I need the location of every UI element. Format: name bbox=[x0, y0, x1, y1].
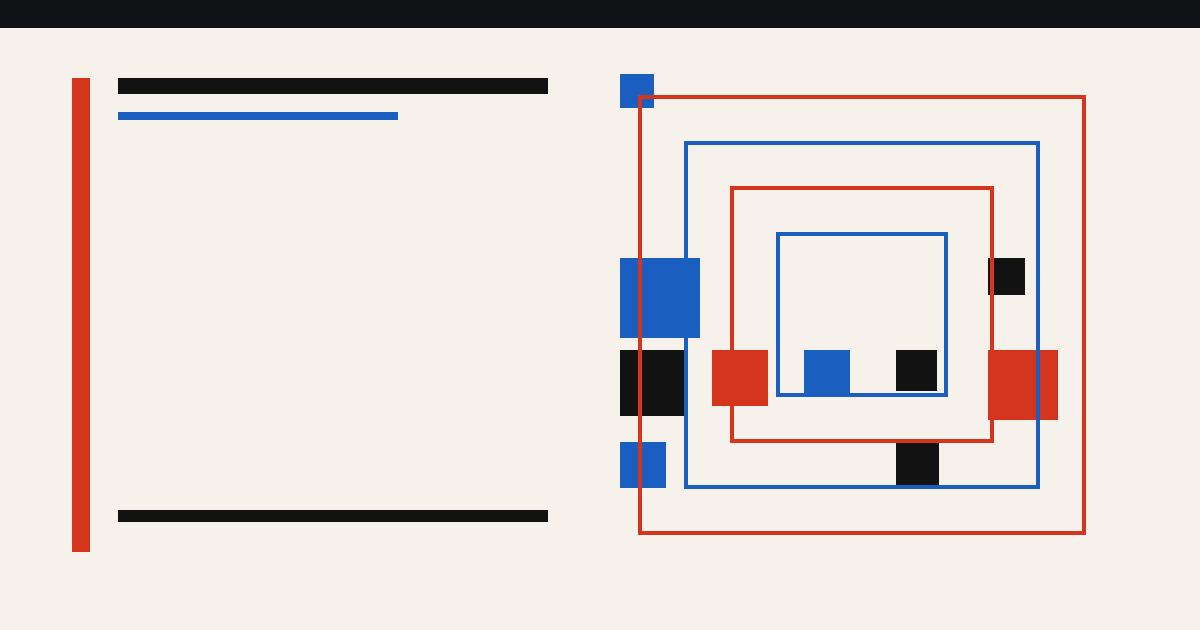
black-block-right-small bbox=[988, 258, 1025, 295]
blue-block-top bbox=[620, 74, 654, 108]
red-block-right bbox=[988, 350, 1058, 420]
blue-block-bottom-left bbox=[620, 442, 666, 488]
top-bar bbox=[0, 0, 1200, 28]
second-blue-square bbox=[684, 141, 1040, 489]
left-red-vertical-bar bbox=[72, 78, 90, 552]
outer-red-square bbox=[638, 95, 1086, 535]
black-block-center bbox=[896, 350, 937, 391]
inner-blue-square bbox=[776, 232, 948, 397]
blue-block-center bbox=[804, 350, 850, 396]
black-block-bottom bbox=[896, 442, 939, 485]
bottom-black-rule bbox=[118, 510, 548, 522]
third-red-square bbox=[730, 186, 994, 443]
blue-accent-rule bbox=[118, 112, 398, 120]
red-block-inner bbox=[712, 350, 768, 406]
black-block-left bbox=[620, 350, 686, 416]
top-black-rule bbox=[118, 78, 548, 94]
